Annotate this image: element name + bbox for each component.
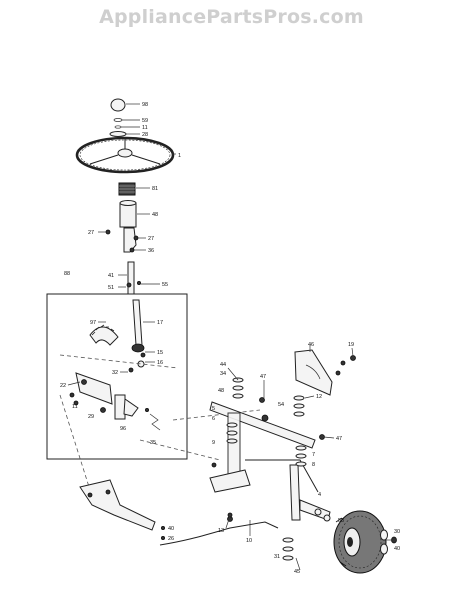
callout-label: 34 xyxy=(220,371,226,377)
steering-shaft-upper[interactable] xyxy=(105,227,139,253)
callout-label: 81 xyxy=(152,186,158,192)
lower-steering-bracket[interactable] xyxy=(79,479,156,531)
callout-label: 45 xyxy=(294,569,300,575)
callout-label: 8 xyxy=(312,462,315,468)
steering-assembly-box xyxy=(46,293,188,460)
washer-stack-right[interactable] xyxy=(259,395,325,467)
callout-label: 58 xyxy=(338,518,344,524)
callout-label: 11 xyxy=(72,404,78,410)
callout-label: 46 xyxy=(308,342,314,348)
callout-label: 32 xyxy=(112,370,118,376)
callout-label: 15 xyxy=(157,350,163,356)
callout-label: 40 xyxy=(394,546,400,552)
callout-label: 54 xyxy=(278,402,284,408)
callout-label: 28 xyxy=(142,132,148,138)
callout-label: 31 xyxy=(274,554,280,560)
wheel-hardware[interactable] xyxy=(314,508,397,555)
callout-label: 51 xyxy=(108,285,114,291)
steering-bushing[interactable] xyxy=(118,182,136,196)
callout-label: 47 xyxy=(260,374,266,380)
callout-label: 10 xyxy=(246,538,252,544)
steering-sector-gear[interactable] xyxy=(89,324,119,346)
steering-wheel[interactable] xyxy=(75,136,175,174)
tie-rod[interactable] xyxy=(245,459,319,493)
callout-label: 96 xyxy=(120,426,126,432)
steering-wheel-washers[interactable] xyxy=(109,118,127,137)
washer-stack-left[interactable] xyxy=(69,392,79,406)
pinion-gear[interactable] xyxy=(128,343,146,373)
callout-label: 26 xyxy=(168,536,174,542)
callout-label: 19 xyxy=(348,342,354,348)
callout-label: 27 xyxy=(88,230,94,236)
front-wheel[interactable] xyxy=(333,510,387,574)
callout-label: 27 xyxy=(148,236,154,242)
washer-stack-center[interactable] xyxy=(226,377,244,444)
callout-label: 55 xyxy=(162,282,168,288)
callout-label: 47 xyxy=(336,436,342,442)
drag-link[interactable] xyxy=(159,516,279,546)
steering-adapter[interactable] xyxy=(119,200,137,228)
callout-label: 97 xyxy=(90,320,96,326)
callout-label: 5 xyxy=(212,406,215,412)
callout-label: 40 xyxy=(168,526,174,532)
steering-support-bracket[interactable] xyxy=(75,372,161,431)
callout-label: 9 xyxy=(212,440,215,446)
steering-wheel-cap[interactable] xyxy=(110,98,126,112)
callout-label: 48 xyxy=(218,388,224,394)
right-spindle[interactable] xyxy=(289,464,331,521)
callout-label: 12 xyxy=(316,394,322,400)
washer-stack-bottom[interactable] xyxy=(282,537,294,561)
callout-label: 48 xyxy=(152,212,158,218)
callout-label: 13 xyxy=(218,528,224,534)
callout-label: 88 xyxy=(64,271,70,277)
callout-label: 35 xyxy=(150,440,156,446)
steering-shaft[interactable] xyxy=(126,261,141,295)
callout-label: 22 xyxy=(60,383,66,389)
callout-label: 17 xyxy=(157,320,163,326)
callout-label: 16 xyxy=(157,360,163,366)
watermark-text: AppliancePartsPros.com xyxy=(99,6,364,28)
callout-label: 7 xyxy=(312,452,315,458)
callout-label: 29 xyxy=(88,414,94,420)
callout-label: 36 xyxy=(148,248,154,254)
callout-label: 41 xyxy=(108,273,114,279)
callout-label: 1 xyxy=(178,153,181,159)
axle-mount-bracket[interactable] xyxy=(294,349,356,396)
callout-label: 11 xyxy=(142,125,148,131)
callout-label: 44 xyxy=(220,362,226,368)
callout-label: 30 xyxy=(394,529,400,535)
left-spindle[interactable] xyxy=(209,462,251,518)
callout-label: 59 xyxy=(142,118,148,124)
callout-label: 98 xyxy=(142,102,148,108)
part-number-labels: 98 59 11 28 1 81 48 27 27 36 41 51 55 88… xyxy=(60,102,400,575)
steering-shaft-long[interactable] xyxy=(132,299,143,346)
leader-lines xyxy=(67,103,392,571)
callout-label: 4 xyxy=(318,492,321,498)
callout-label: 6 xyxy=(212,416,215,422)
